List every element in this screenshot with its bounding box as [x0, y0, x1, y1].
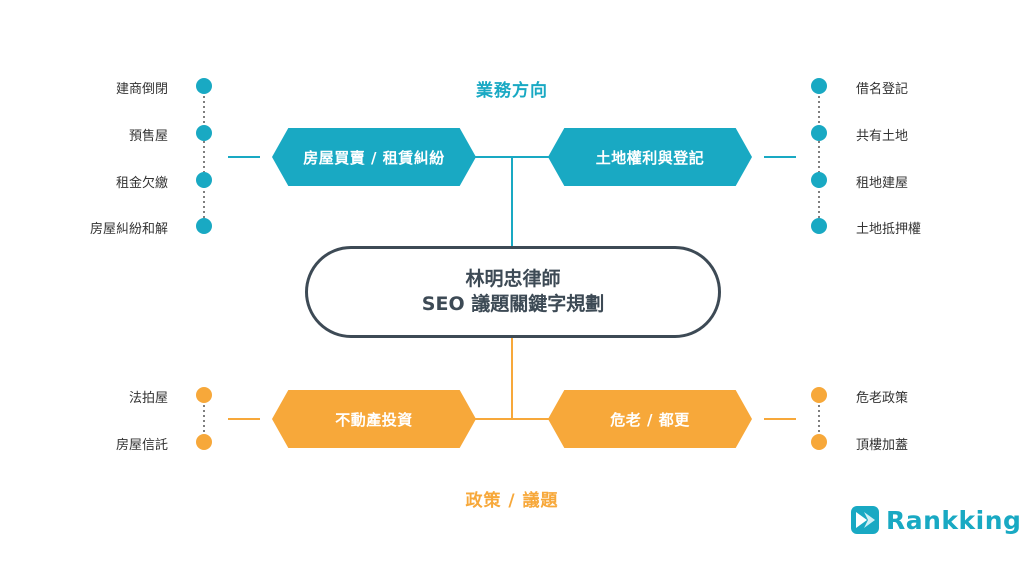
- item-dot: [811, 387, 827, 403]
- branch-node-label: 土地權利與登記: [595, 148, 705, 167]
- brand-logo: Rankking: [850, 505, 1021, 535]
- item-dot: [811, 172, 827, 188]
- item-dot: [811, 78, 827, 94]
- item-dot: [196, 434, 212, 450]
- item-label: 建商倒閉: [115, 82, 168, 97]
- branch-node-land-rights: 土地權利與登記: [548, 128, 752, 186]
- bottom-section-title: 政策 / 議題: [465, 491, 559, 511]
- item-dot: [196, 218, 212, 234]
- center-node: 林明忠律師 SEO 議題關鍵字規劃: [305, 246, 721, 338]
- item-label: 預售屋: [128, 129, 168, 144]
- item-label: 租地建屋: [856, 176, 909, 191]
- item-dot: [196, 387, 212, 403]
- center-node-line1: 林明忠律師: [465, 268, 561, 290]
- branch-node-urban-renewal: 危老 / 都更: [548, 390, 752, 448]
- item-label: 房屋信託: [115, 438, 168, 453]
- item-dot: [196, 172, 212, 188]
- branch-node-real-estate-investment: 不動產投資: [272, 390, 476, 448]
- logo-wordmark: Rankking: [886, 505, 1022, 535]
- item-label: 危老政策: [856, 391, 909, 406]
- item-label: 共有土地: [856, 129, 909, 144]
- item-dot: [811, 218, 827, 234]
- branch-node-housing-dispute: 房屋買賣 / 租賃糾紛: [272, 128, 476, 186]
- branch-node-label: 房屋買賣 / 租賃糾紛: [303, 148, 445, 167]
- item-label: 土地抵押權: [856, 222, 922, 237]
- item-dot: [811, 125, 827, 141]
- item-label: 頂樓加蓋: [856, 438, 909, 453]
- branch-node-label: 危老 / 都更: [610, 410, 690, 429]
- item-dot: [196, 125, 212, 141]
- branch-node-label: 不動產投資: [335, 410, 413, 429]
- item-label: 租金欠繳: [115, 176, 168, 191]
- item-dot: [196, 78, 212, 94]
- rankking-logo-icon: [851, 506, 879, 534]
- item-label: 法拍屋: [128, 391, 168, 406]
- item-label: 房屋糾紛和解: [89, 222, 168, 237]
- item-label: 借名登記: [856, 82, 909, 97]
- top-section-title: 業務方向: [476, 81, 548, 101]
- item-dot: [811, 434, 827, 450]
- center-node-line2: SEO 議題關鍵字規劃: [421, 293, 605, 315]
